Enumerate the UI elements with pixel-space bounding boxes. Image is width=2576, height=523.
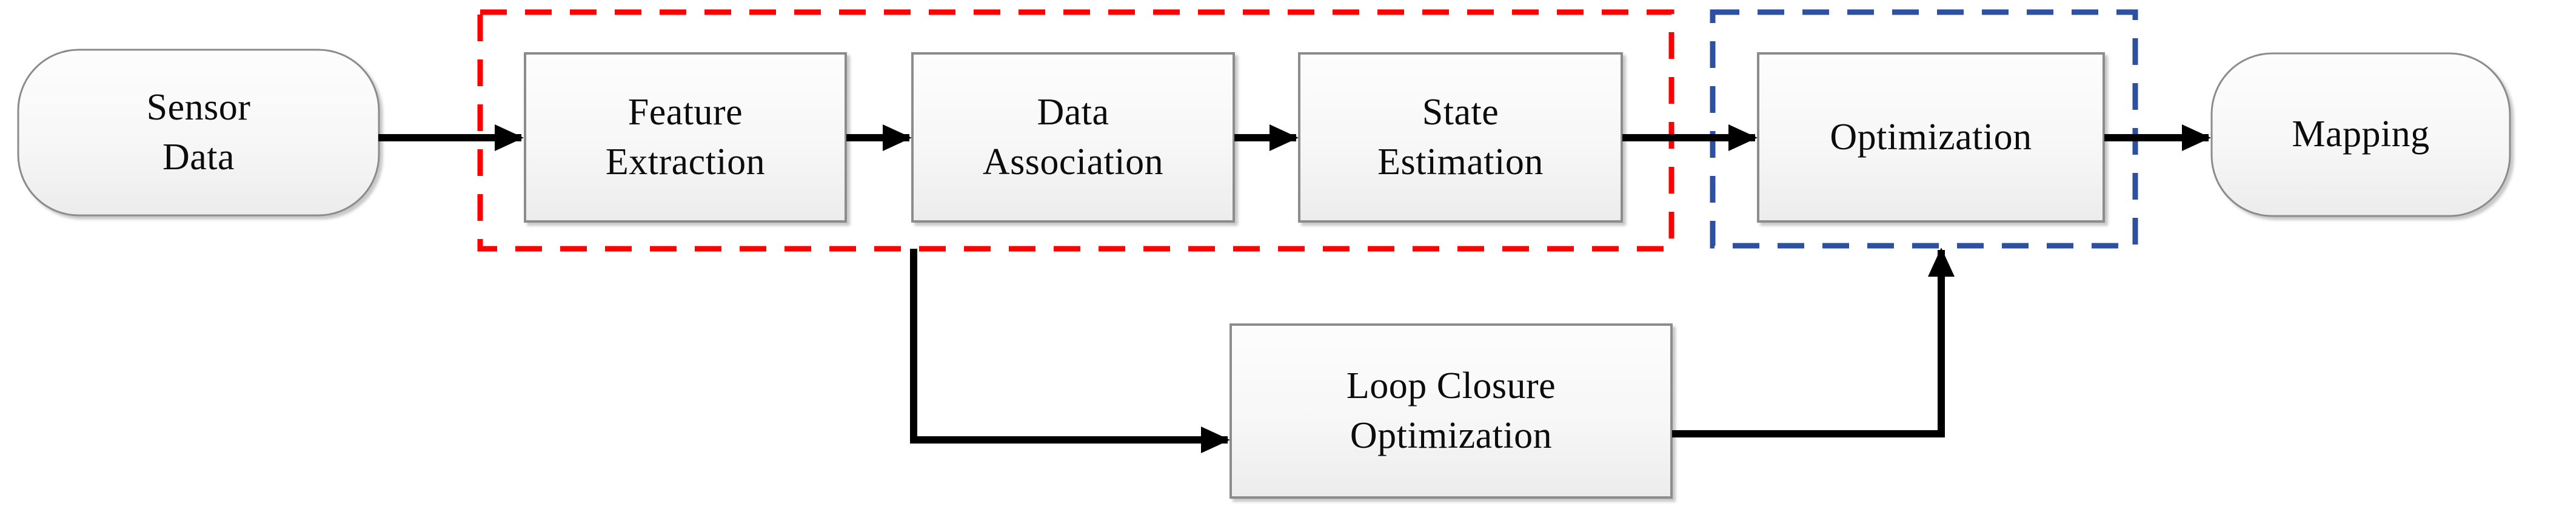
node-optimization[interactable] — [1757, 52, 2105, 223]
node-data-association[interactable] — [911, 52, 1235, 223]
arrow-loop-closure-to-optimization — [1672, 248, 1955, 437]
node-feature-extraction[interactable] — [524, 52, 847, 223]
node-state-estimation[interactable] — [1298, 52, 1623, 223]
arrow-branch-to-loop-closure — [910, 249, 1230, 454]
edge-arrows — [378, 124, 2211, 454]
node-loop-closure-optimization[interactable] — [1229, 323, 1673, 499]
group-boundaries — [477, 9, 2138, 252]
red-dashed-group — [477, 9, 1674, 252]
node-mapping[interactable] — [2210, 52, 2511, 217]
node-shapes — [17, 49, 2511, 499]
blue-dashed-group — [1710, 9, 2138, 249]
node-sensor-data[interactable] — [17, 49, 380, 217]
